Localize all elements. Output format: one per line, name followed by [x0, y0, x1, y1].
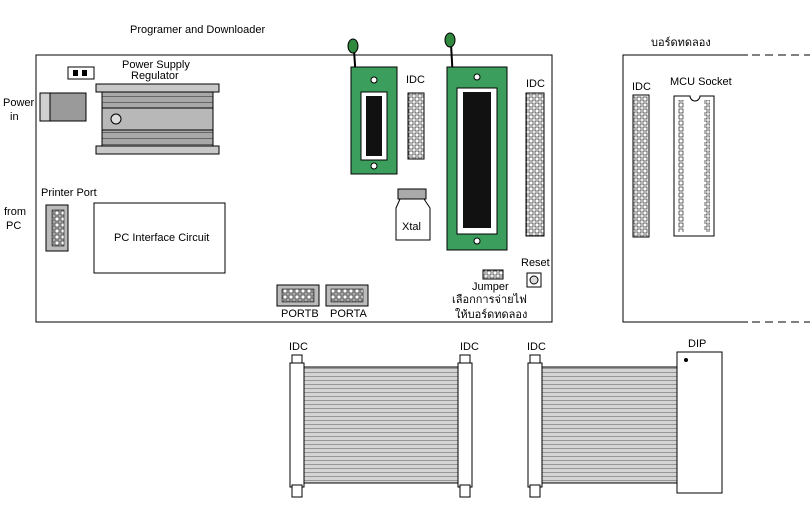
mcu-socket-label: MCU Socket: [670, 76, 732, 88]
idc-large-header: [525, 92, 545, 237]
diagram-title: Programer and Downloader: [130, 24, 265, 36]
idc-board-label: IDC: [632, 81, 651, 93]
cable1-right-label: IDC: [460, 341, 479, 353]
power-jack-connector: [67, 66, 95, 80]
jumper-desc-2: ให้บอร์ดทดลอง: [455, 308, 527, 321]
portb-label: PORTB: [281, 308, 319, 320]
reset-label: Reset: [521, 257, 550, 269]
idc-large-label: IDC: [526, 78, 545, 90]
porta-connector: [325, 284, 369, 307]
idc-to-dip-cable: [527, 351, 723, 498]
idc-small-label: IDC: [406, 74, 425, 86]
cable1-left-label: IDC: [289, 341, 308, 353]
large-zif-socket: [444, 32, 508, 251]
crystal-oscillator: [395, 188, 431, 241]
regulator-label-1: Power Supply: [122, 59, 190, 71]
from-pc-label-1: from: [4, 206, 26, 218]
xtal-label: Xtal: [402, 221, 421, 233]
power-in-jack: [39, 92, 87, 122]
cable2-left-label: IDC: [527, 341, 546, 353]
jumper-block: [482, 269, 504, 280]
jumper-label: Jumper: [472, 281, 509, 293]
porta-label: PORTA: [330, 308, 368, 320]
idc-board-header: [632, 94, 650, 238]
portb-connector: [276, 284, 320, 307]
from-pc-label-2: PC: [6, 220, 21, 232]
reset-button: [526, 272, 542, 288]
pc-interface-label: PC Interface Circuit: [114, 232, 209, 244]
printer-port-connector: [45, 204, 69, 252]
power-in-label-2: in: [10, 111, 19, 123]
jumper-desc-1: เลือกการจ่ายไฟ: [452, 293, 527, 306]
power-supply-regulator: [95, 83, 220, 155]
idc-small-header: [407, 92, 425, 160]
regulator-label-2: Regulator: [131, 70, 179, 82]
small-zif-socket: [347, 38, 398, 175]
cable2-dip-label: DIP: [688, 338, 706, 350]
printer-port-label: Printer Port: [41, 187, 97, 199]
power-in-label-1: Power: [3, 97, 35, 109]
test-board-label: บอร์ดทดลอง: [651, 36, 711, 49]
mcu-socket: [673, 95, 715, 237]
test-board: [622, 54, 748, 323]
idc-to-idc-cable: [289, 354, 473, 498]
pc-interface-circuit: [93, 202, 226, 274]
